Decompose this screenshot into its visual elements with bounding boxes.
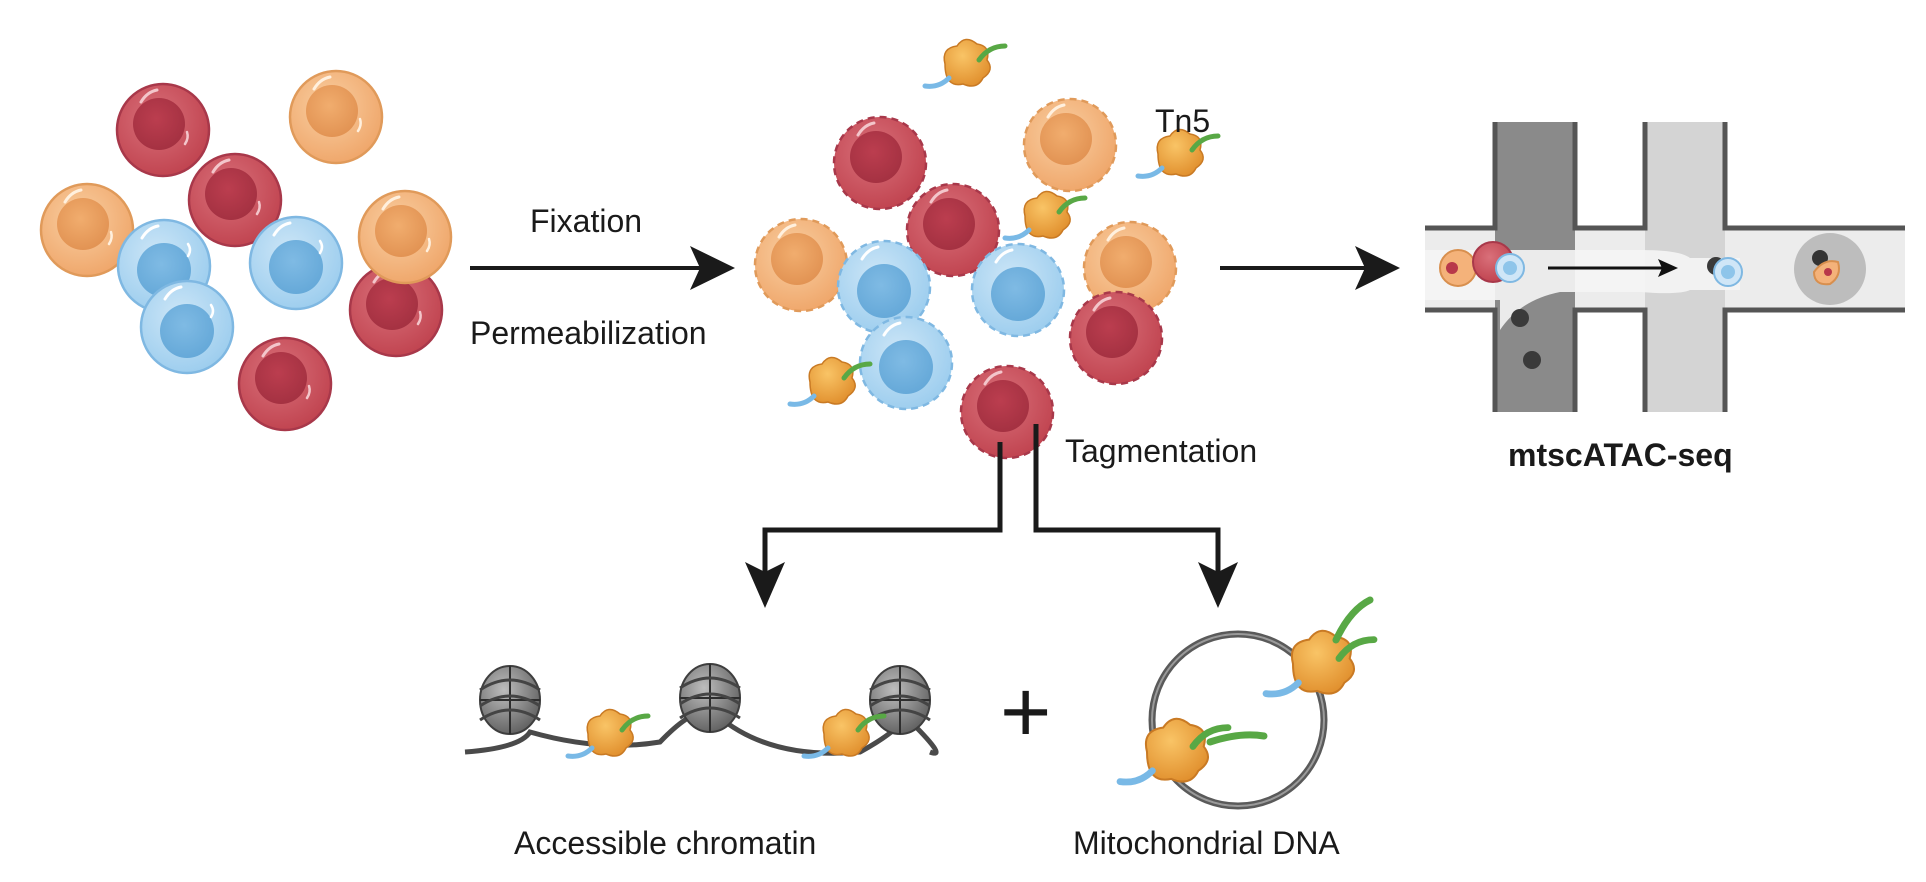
orange-cell-permeabilized xyxy=(753,217,849,313)
microfluidic-device xyxy=(1425,122,1905,412)
red-cell xyxy=(237,336,333,432)
method-label: mtscATAC-seq xyxy=(1508,437,1733,473)
mitochondrial-dna-label: Mitochondrial DNA xyxy=(1073,825,1340,861)
red-cell-permeabilized xyxy=(832,115,928,211)
red-cell xyxy=(115,82,211,178)
red-cell-permeabilized xyxy=(1068,290,1164,386)
plus-sign: + xyxy=(1000,662,1051,761)
accessible-chromatin-illustration xyxy=(464,662,939,756)
red-cell-permeabilized xyxy=(959,364,1055,460)
tagmentation-branches xyxy=(745,424,1238,608)
fixation-arrowhead xyxy=(690,246,735,290)
permeabilization-label: Permeabilization xyxy=(470,315,707,351)
nucleosome-icon xyxy=(868,664,932,736)
mitochondrial-dna-illustration xyxy=(1120,596,1374,810)
fixation-label: Fixation xyxy=(530,203,642,239)
tn5-enzyme xyxy=(568,709,648,756)
orange-cell xyxy=(357,189,453,285)
tn5-enzyme xyxy=(804,709,884,756)
tn5-enzyme xyxy=(925,39,1005,86)
nucleosome-icon xyxy=(478,664,542,736)
accessible-chromatin-label: Accessible chromatin xyxy=(514,825,816,861)
to-droplet-arrowhead xyxy=(1355,246,1400,290)
tn5-enzyme xyxy=(1120,719,1228,782)
tn5-enzyme xyxy=(1266,631,1374,694)
tn5-enzyme xyxy=(1005,191,1085,238)
permeabilized-cells-group xyxy=(753,97,1178,460)
orange-cell xyxy=(288,69,384,165)
blue-cell-permeabilized xyxy=(858,315,954,411)
blue-cell xyxy=(248,215,344,311)
blue-cell-permeabilized xyxy=(970,242,1066,338)
tagmentation-label: Tagmentation xyxy=(1065,433,1257,469)
blue-cell xyxy=(139,279,235,375)
intact-cells-group xyxy=(39,69,453,432)
tn5-label: Tn5 xyxy=(1155,103,1210,139)
orange-cell-permeabilized xyxy=(1022,97,1118,193)
nucleosome-icon xyxy=(678,662,742,734)
tn5-enzyme xyxy=(790,357,870,404)
